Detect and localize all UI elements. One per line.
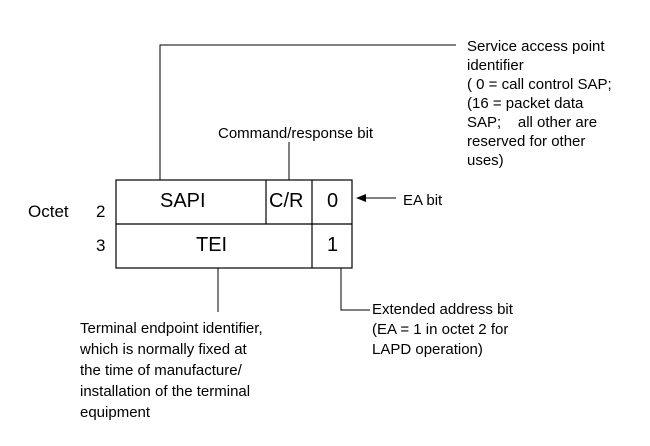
sapi-desc-line: identifier <box>467 57 524 74</box>
sapi-desc-line: SAP; all other are <box>467 114 598 131</box>
sapi-desc-line: uses) <box>467 152 504 169</box>
ea-bit-arrowhead <box>356 194 366 202</box>
ea-field-octet-3: 1 <box>327 234 339 256</box>
octet-number-2: 2 <box>96 202 106 221</box>
sapi-desc-line: ( 0 = call control SAP; <box>467 76 612 93</box>
ea-desc-line: Extended address bit <box>372 301 513 318</box>
sapi-desc-line: Service access point <box>467 38 605 55</box>
ea-desc-line: (EA = 1 in octet 2 for <box>372 321 509 338</box>
tei-desc-line: equipment <box>80 404 151 421</box>
tei-desc-line: which is normally fixed at <box>80 341 247 358</box>
tei-desc-line: the time of manufacture/ <box>80 362 242 379</box>
sapi-desc-line: reserved for other <box>467 133 586 150</box>
ea-field-octet-2: 0 <box>327 190 339 212</box>
tei-desc-line: Terminal endpoint identifier, <box>80 320 263 337</box>
cr-description: Command/response bit <box>218 125 374 142</box>
sapi-leader-line <box>159 44 456 180</box>
cr-field: C/R <box>269 190 304 212</box>
ea-bit-label: EA bit <box>403 192 443 209</box>
sapi-field: SAPI <box>160 190 206 212</box>
sapi-desc-line: (16 = packet data <box>467 95 584 112</box>
octet-number-3: 3 <box>96 236 106 255</box>
octet-label: Octet <box>28 202 69 221</box>
tei-desc-line: installation of the terminal <box>80 383 251 400</box>
tei-field: TEI <box>196 234 228 256</box>
ea-leader-line <box>340 268 370 311</box>
ea-desc-line: LAPD operation) <box>372 341 483 358</box>
